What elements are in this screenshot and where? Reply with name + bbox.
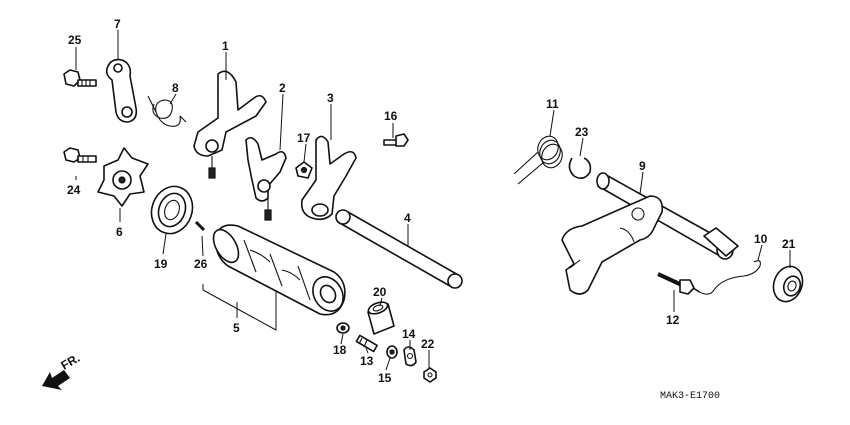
callout-12: 12 bbox=[666, 313, 680, 327]
part-19-bearing bbox=[150, 185, 194, 235]
callout-2: 2 bbox=[279, 81, 286, 95]
part-4-fork-shaft bbox=[335, 209, 463, 289]
callout-15: 15 bbox=[378, 371, 392, 385]
part-9-gearshift-spindle bbox=[561, 172, 739, 295]
callout-7: 7 bbox=[114, 17, 121, 31]
leader-lines bbox=[75, 30, 791, 371]
callout-6: 6 bbox=[116, 225, 123, 239]
callout-14: 14 bbox=[402, 327, 416, 341]
callout-23: 23 bbox=[575, 125, 589, 139]
callout-3: 3 bbox=[327, 91, 334, 105]
callout-1: 1 bbox=[222, 39, 229, 53]
part-12-bolt bbox=[657, 272, 695, 295]
callout-24: 24 bbox=[67, 183, 81, 197]
part-25-bolt bbox=[63, 69, 97, 87]
callout-5: 5 bbox=[233, 321, 240, 335]
part-18-washer bbox=[336, 322, 350, 334]
front-label: FR. bbox=[59, 351, 83, 373]
part-23-circlip bbox=[568, 157, 592, 180]
callout-16: 16 bbox=[384, 109, 398, 123]
callout-9: 9 bbox=[639, 159, 646, 173]
callout-11: 11 bbox=[546, 97, 559, 111]
callout-18: 18 bbox=[333, 343, 347, 357]
part-3-shift-fork bbox=[300, 135, 357, 221]
part-1-shift-fork bbox=[193, 70, 267, 179]
part-15-washer bbox=[386, 345, 398, 359]
part-22-nut bbox=[423, 367, 437, 383]
callout-19: 19 bbox=[154, 257, 168, 271]
diagram-code: MAK3-E1700 bbox=[660, 391, 720, 402]
callout-25: 25 bbox=[68, 33, 82, 47]
part-17-clip bbox=[295, 161, 313, 179]
callout-13: 13 bbox=[360, 354, 374, 368]
part-14-switch bbox=[403, 346, 417, 367]
part-8-spring bbox=[147, 95, 187, 127]
callouts: 25 7 8 1 2 3 16 17 4 24 6 19 26 5 20 18 … bbox=[67, 17, 796, 385]
callout-17: 17 bbox=[297, 131, 311, 145]
callout-8: 8 bbox=[172, 81, 179, 95]
part-26-pin bbox=[194, 220, 206, 232]
part-13-pin bbox=[355, 334, 378, 353]
part-20-collar bbox=[367, 301, 395, 335]
part-5-shift-drum bbox=[212, 224, 346, 316]
callout-26: 26 bbox=[194, 257, 208, 271]
part-2-shift-fork bbox=[245, 136, 287, 221]
front-arrow: FR. bbox=[42, 351, 82, 390]
callout-21: 21 bbox=[782, 237, 796, 251]
callout-4: 4 bbox=[404, 211, 411, 225]
part-6-plate bbox=[97, 147, 149, 207]
part-24-bolt bbox=[63, 147, 97, 163]
front-arrow-icon bbox=[42, 370, 70, 390]
part-7-stopper-arm bbox=[105, 58, 138, 123]
callout-22: 22 bbox=[421, 337, 435, 351]
callout-20: 20 bbox=[373, 285, 387, 299]
callout-10: 10 bbox=[754, 232, 768, 246]
part-16-bolt bbox=[383, 133, 409, 147]
part-11-spring bbox=[513, 135, 563, 185]
part-21-oil-seal bbox=[772, 265, 804, 303]
part-10-spring-wire bbox=[689, 260, 761, 295]
